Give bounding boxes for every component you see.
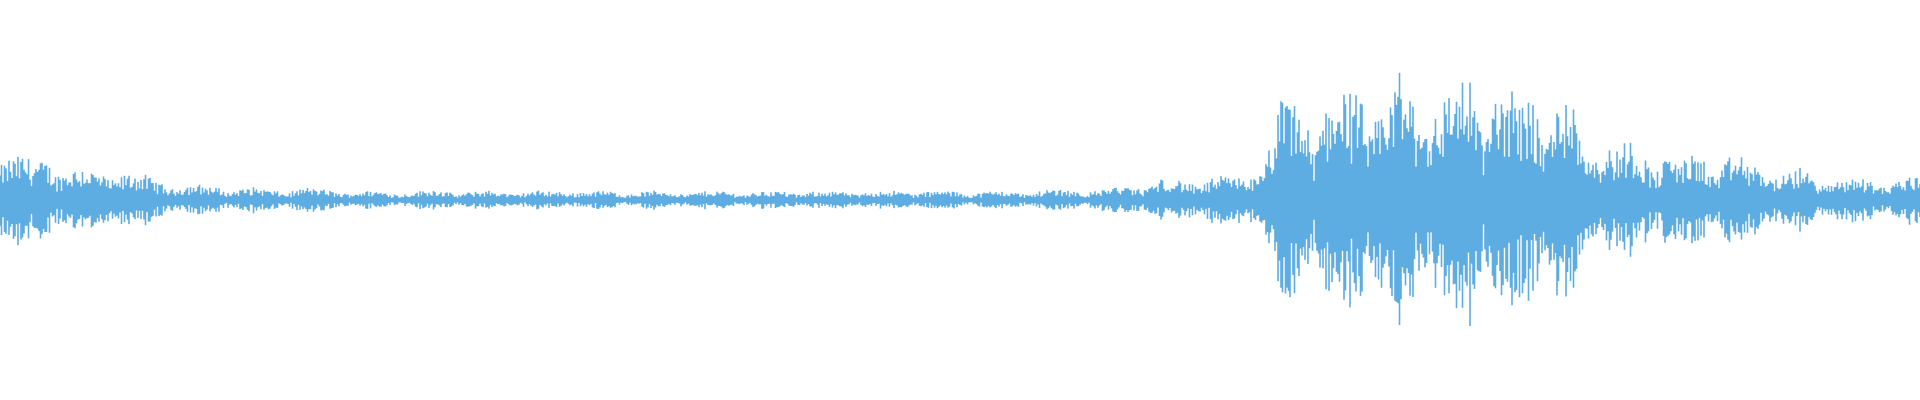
waveform-samples: [0, 72, 1920, 327]
waveform-path: [0, 72, 1920, 327]
